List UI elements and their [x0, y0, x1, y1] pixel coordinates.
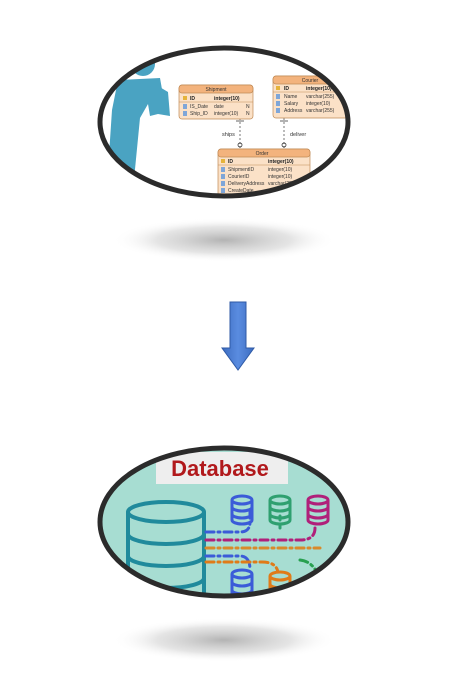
- blue-database-lower-icon: [230, 568, 254, 596]
- order-row-2-name: CourierID: [228, 174, 250, 180]
- order-row-4-name: CreateDate: [228, 188, 254, 194]
- order-row-1-type: integer(10): [268, 167, 293, 173]
- courier-row-2-name: Salary: [284, 101, 299, 107]
- courier-row-3-type: varchar(255): [306, 108, 335, 114]
- courier-row-3-name: Address: [284, 108, 303, 114]
- courier-pk-name: ID: [284, 86, 289, 92]
- shipment-pk-name: ID: [190, 96, 195, 102]
- order-row-3-type: varchar(255): [268, 181, 297, 187]
- blue-database-icon: [230, 494, 254, 526]
- shipment-row-2-name: Ship_ID: [190, 111, 208, 117]
- down-arrow-icon: [221, 301, 255, 371]
- relation-deliver-label: deliver: [290, 132, 306, 138]
- shipment-row-2-type: integer(10): [214, 111, 239, 117]
- relation-lines: [239, 118, 285, 150]
- shipment-row-1-flag: N: [246, 104, 250, 110]
- top-shadow: [112, 218, 336, 262]
- courier-title: Courier: [302, 78, 319, 84]
- shipment-row-2-flag: N: [246, 111, 250, 117]
- green-database-icon: [268, 494, 292, 526]
- relation-markers: [236, 120, 288, 148]
- database-ellipse: Database: [97, 445, 351, 599]
- courier-pk-type: integer(10): [306, 86, 332, 92]
- erd-ellipse: ships deliver Shipment ID integer(10) IS…: [97, 45, 351, 199]
- database-title-bg: [156, 452, 288, 484]
- bottom-shadow: [112, 618, 336, 662]
- courier-row-1-type: varchar(255): [306, 94, 335, 100]
- shipment-row-1-type: date: [214, 104, 224, 110]
- order-pk-type: integer(10): [268, 159, 294, 165]
- order-row-1-name: ShipmentID: [228, 167, 255, 173]
- order-pk-name: ID: [228, 159, 233, 165]
- relation-ships-label: ships: [222, 132, 235, 138]
- courier-row-1-name: Name: [284, 94, 298, 100]
- order-row-3-name: DeliveryAddress: [228, 181, 265, 187]
- shipment-pk-type: integer(10): [214, 96, 240, 102]
- pink-database-icon: [306, 494, 330, 526]
- order-row-2-type: integer(10): [268, 174, 293, 180]
- courier-row-2-type: integer(10): [306, 101, 331, 107]
- database-title: Database: [171, 456, 269, 481]
- shipment-table: Shipment ID integer(10) IS_Date date N S…: [178, 84, 254, 120]
- shipment-title: Shipment: [205, 87, 227, 93]
- shipment-row-1-name: IS_Date: [190, 104, 208, 110]
- order-title: Order: [256, 151, 269, 157]
